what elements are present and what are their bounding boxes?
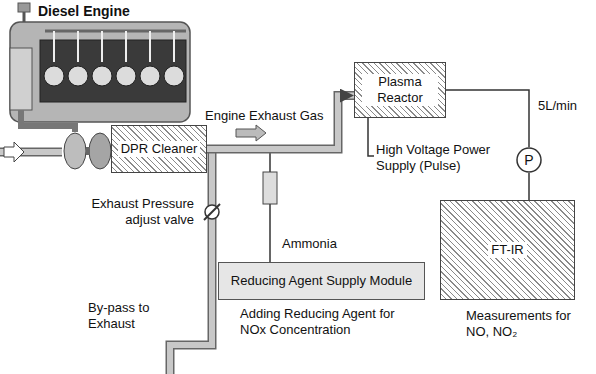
turbo-turbine: [89, 133, 111, 169]
bypass-label: By-pass to Exhaust: [88, 300, 160, 331]
sample-line: [529, 173, 530, 200]
exhaust-manifold: [10, 48, 32, 110]
ammonia-injector: [263, 172, 277, 204]
bypass-pipe: [170, 152, 212, 374]
plasma-reactor-box: Plasma Reactor: [354, 62, 446, 118]
intake-arrow: [4, 142, 24, 162]
dpr-cleaner-box: DPR Cleaner: [111, 125, 207, 173]
node-text: Reducing Agent Supply Module: [231, 273, 412, 289]
cylinder-head: [40, 40, 186, 102]
node-text: P: [524, 152, 533, 169]
node-text: Plasma Reactor: [362, 74, 438, 105]
power-supply-label: High Voltage Power Supply (Pulse): [376, 142, 506, 173]
measurement-note: Measurements for NO, NO₂: [466, 308, 592, 339]
pump-circle: P: [516, 147, 542, 173]
turbo-shaft: [86, 147, 90, 155]
reducing-agent-note: Adding Reducing Agent for NOx Concentrat…: [240, 306, 418, 337]
flow-rate-label: 5L/min: [536, 98, 579, 114]
pressure-valve: [205, 205, 219, 219]
hv-lead: [368, 118, 374, 156]
engine-title: Diesel Engine: [38, 3, 130, 20]
ammonia-line: [269, 152, 271, 262]
ammonia-label: Ammonia: [282, 236, 337, 252]
engine-block: [10, 22, 190, 122]
turbo-compressor: [64, 133, 86, 169]
reducing-agent-module: Reducing Agent Supply Module: [218, 262, 425, 300]
node-text: DPR Cleaner: [118, 141, 201, 157]
filler-neck: [23, 12, 26, 22]
ftir-box: FT-IR: [440, 200, 575, 300]
flow-label: Engine Exhaust Gas: [205, 108, 324, 124]
fuel-rail: [45, 30, 186, 33]
sample-line: [446, 90, 529, 147]
injectors: [54, 31, 174, 62]
valve-stem: [204, 204, 220, 220]
exhaust-duct: [21, 110, 75, 132]
cylinders: [44, 66, 184, 86]
filler-cap: [18, 3, 30, 12]
node-text: FT-IR: [488, 242, 527, 258]
flow-arrow: [236, 125, 266, 141]
bypass-pipe-inner: [170, 152, 212, 374]
valve-label: Exhaust Pressure adjust valve: [84, 196, 194, 227]
